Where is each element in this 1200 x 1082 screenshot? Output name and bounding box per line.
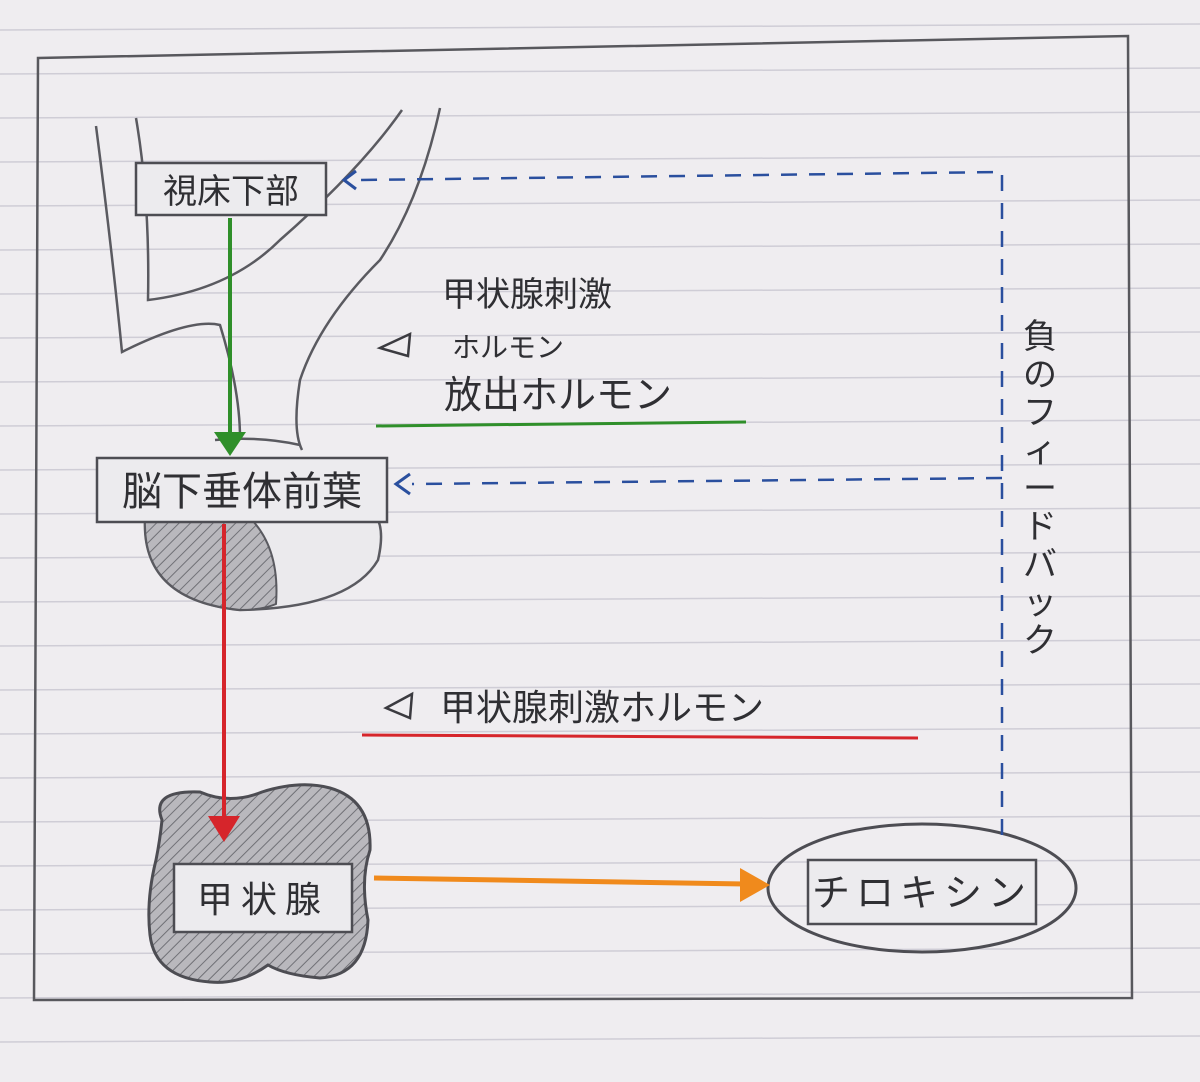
tsh-underline (361, 733, 919, 740)
feedback-label-char: ィ (1023, 431, 1057, 471)
trh-underline (375, 420, 747, 428)
ruled-line (0, 1035, 1200, 1043)
thyroxine-arrow-line (373, 875, 746, 887)
anterior-pituitary-box (95, 456, 389, 524)
feedback-label-char: ク (1023, 621, 1057, 661)
thyroxine-ellipse (766, 822, 1078, 954)
feedback-label-char: ー (1023, 469, 1057, 509)
tsh-arrow-head (208, 816, 240, 842)
trh-label-line1: 甲状腺刺激 (442, 275, 612, 315)
feedback-arrow-pituitary (393, 472, 411, 496)
brain-outline-left (94, 125, 242, 439)
feedback-label-char: 負 (1023, 317, 1057, 357)
ruled-line (0, 23, 1200, 31)
outer-frame (32, 34, 1134, 1002)
brain-outline-right (295, 107, 442, 451)
feedback-label-char: フ (1023, 393, 1057, 433)
ruled-line (0, 331, 1200, 339)
pituitary-anterior-hatch (143, 519, 278, 612)
feedback-line-lower (411, 476, 1003, 486)
ruled-line (0, 155, 1200, 163)
ruled-line (0, 375, 1200, 383)
hypothalamus-label: 視床下部 (163, 172, 299, 212)
ruled-line (0, 243, 1200, 251)
hypothalamus-box (134, 161, 328, 217)
thyroid-label: 甲状腺 (197, 880, 329, 921)
ruled-line (0, 771, 1200, 779)
anterior-pituitary-label: 脳下垂体前葉 (122, 469, 362, 515)
feedback-label-char: ド (1023, 507, 1057, 547)
trh-arrow-head (214, 432, 246, 456)
ruled-line (0, 727, 1200, 735)
ruled-line (0, 683, 1200, 691)
thyroxine-label: チロキシン (812, 871, 1032, 915)
tsh-triangle-icon (383, 691, 414, 720)
trh-label-line2: ホルモン (452, 331, 564, 364)
tsh-label: 甲状腺刺激ホルモン (440, 688, 764, 729)
feedback-label-char: ッ (1023, 583, 1057, 623)
feedback-label-char: バ (1023, 545, 1057, 585)
trh-triangle-icon (376, 331, 412, 358)
thyroid-box (172, 862, 354, 934)
ruled-line (0, 287, 1200, 295)
trh-label-line3: 放出ホルモン (444, 373, 672, 417)
ruled-line (0, 991, 1200, 999)
feedback-label-char: の (1023, 355, 1057, 395)
thyroxine-arrow-head (740, 868, 770, 902)
ruled-line (0, 639, 1200, 647)
feedback-arrow-hypothalamus (341, 169, 357, 191)
ruled-line (0, 67, 1200, 75)
ruled-line (0, 111, 1200, 119)
thyroxine-box (806, 858, 1038, 926)
